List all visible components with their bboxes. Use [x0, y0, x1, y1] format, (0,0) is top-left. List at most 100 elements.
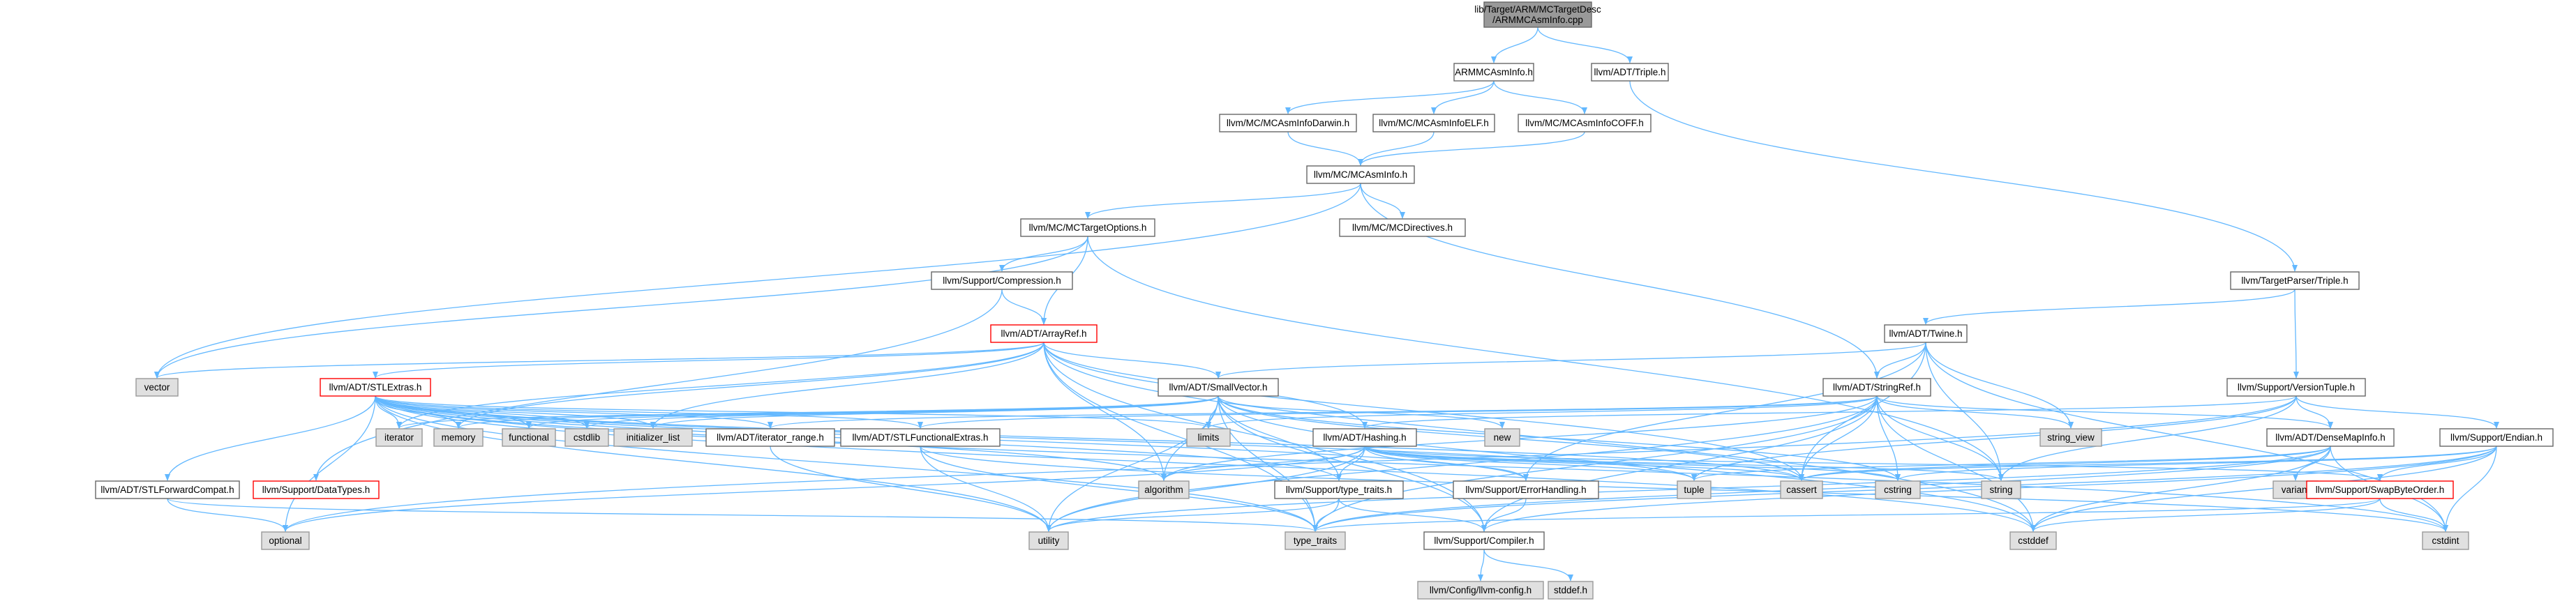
node-box-string_view [2039, 428, 2102, 447]
node-label: ARMMCAsmInfo.h [1455, 67, 1533, 77]
edge-twine-to-string_view [1925, 342, 2074, 429]
edge-stlextras-to-memory [375, 395, 461, 429]
node-stringref[interactable]: llvm/ADT/StringRef.h [1822, 378, 1931, 397]
node-label: type_traits [1294, 535, 1338, 546]
node-label: llvm/MC/MCAsmInfoCOFF.h [1525, 118, 1644, 128]
edge-root-to-armmcasminfo_h [1491, 26, 1538, 63]
node-typetraits_h[interactable]: llvm/Support/type_traits.h [1274, 480, 1404, 499]
node-targetparsertriple[interactable]: llvm/TargetParser/Triple.h [2230, 271, 2360, 290]
edge-hashing-to-string [1364, 446, 2004, 481]
node-root[interactable]: lib/Target/ARM/MCTargetDesc/ARMMCAsmInfo… [1474, 1, 1601, 28]
edge-mcasminfo-to-vector [154, 183, 1361, 379]
node-label: cstring [1884, 485, 1912, 495]
edge-twine-to-smallvector [1215, 342, 1926, 379]
edge-arrayref-to-initializer_list [650, 342, 1044, 429]
node-stlfunctionalextras[interactable]: llvm/ADT/STLFunctionalExtras.h [840, 428, 1001, 447]
node-label: limits [1198, 432, 1220, 443]
node-errorhandling[interactable]: llvm/Support/ErrorHandling.h [1453, 480, 1599, 499]
node-box-algorithm [1138, 480, 1190, 499]
node-mcdirectives[interactable]: llvm/MC/MCDirectives.h [1339, 218, 1466, 237]
edge-mcasminfocoff-to-mcasminfo [1358, 131, 1585, 166]
edge-mctargetoptions-to-compression [999, 236, 1088, 272]
node-label: llvm/ADT/SmallVector.h [1169, 382, 1267, 393]
edge-endian-to-cstring [1895, 446, 2497, 481]
node-box-twine [1884, 324, 1968, 343]
node-mcasminfo[interactable]: llvm/MC/MCAsmInfo.h [1306, 165, 1415, 184]
node-iterator: iterator [375, 428, 423, 447]
edge-stringref-to-utility [1046, 395, 1878, 532]
node-box-optional [261, 531, 310, 550]
node-box-cstddef [2009, 531, 2057, 550]
node-mcasminfodarwin[interactable]: llvm/MC/MCAsmInfoDarwin.h [1219, 114, 1357, 132]
node-box-densemapinfo [2266, 428, 2395, 447]
node-label: llvm/ADT/iterator_range.h [717, 432, 824, 443]
node-twine[interactable]: llvm/ADT/Twine.h [1884, 324, 1968, 343]
node-type_traits: type_traits [1285, 531, 1346, 550]
node-triple_h[interactable]: llvm/ADT/Triple.h [1591, 63, 1669, 82]
edge-smallvector-to-typetraits_h [1218, 395, 1342, 481]
node-armmcasminfo_h[interactable]: ARMMCAsmInfo.h [1453, 63, 1534, 82]
node-label: llvm/TargetParser/Triple.h [2241, 275, 2348, 286]
edge-mcasminfoelf-to-mcasminfo [1358, 131, 1435, 166]
node-optional: optional [261, 531, 310, 550]
node-box-targetparsertriple [2230, 271, 2360, 290]
edge-smallvector-to-cstring [1218, 395, 1901, 481]
edge-swapbyteorder-to-cstddef [2030, 498, 2381, 532]
node-compression[interactable]: llvm/Support/Compression.h [931, 271, 1073, 290]
edge-smallvector-to-memory [456, 395, 1219, 429]
node-mcasminfocoff[interactable]: llvm/MC/MCAsmInfoCOFF.h [1518, 114, 1652, 132]
node-functional: functional [502, 428, 556, 447]
edge-versiontuple-to-densemapinfo [2296, 395, 2333, 429]
node-box-errorhandling [1453, 480, 1599, 499]
node-box-utility [1028, 531, 1069, 550]
node-densemapinfo[interactable]: llvm/ADT/DenseMapInfo.h [2266, 428, 2395, 447]
node-stlforwardcompat[interactable]: llvm/ADT/STLForwardCompat.h [95, 480, 240, 499]
edge-arrayref-to-smallvector [1043, 342, 1221, 379]
edge-targetparsertriple-to-twine [1923, 289, 2296, 325]
node-label: /ARMMCAsmInfo.cpp [1492, 15, 1583, 25]
edge-densemapinfo-to-cassert [1799, 446, 2331, 481]
node-mcasminfoelf[interactable]: llvm/MC/MCAsmInfoELF.h [1372, 114, 1495, 132]
node-hashing[interactable]: llvm/ADT/Hashing.h [1312, 428, 1417, 447]
edge-compiler-to-stddef [1483, 549, 1573, 581]
node-endian[interactable]: llvm/Support/Endian.h [2439, 428, 2554, 447]
edge-stringref-to-limits [1206, 395, 1878, 429]
node-vector: vector [135, 378, 179, 397]
node-datatypes[interactable]: llvm/Support/DataTypes.h [253, 480, 380, 499]
node-label: new [1494, 432, 1511, 443]
node-iterator_range[interactable]: llvm/ADT/iterator_range.h [705, 428, 835, 447]
node-arrayref[interactable]: llvm/ADT/ArrayRef.h [990, 324, 1098, 343]
node-box-initializer_list [613, 428, 693, 447]
node-algorithm: algorithm [1138, 480, 1190, 499]
node-memory: memory [433, 428, 484, 447]
node-label: llvm/ADT/Hashing.h [1323, 432, 1406, 443]
node-box-mcdirectives [1339, 218, 1466, 237]
node-box-versiontuple [2226, 378, 2366, 397]
node-box-functional [502, 428, 556, 447]
node-swapbyteorder[interactable]: llvm/Support/SwapByteOrder.h [2306, 480, 2454, 499]
node-box-iterator [375, 428, 423, 447]
node-stlextras[interactable]: llvm/ADT/STLExtras.h [320, 378, 431, 397]
edge-endian-to-swapbyteorder [2377, 446, 2497, 481]
edge-twine-to-stringref [1874, 342, 1926, 379]
edge-arrayref-to-vector [154, 342, 1044, 379]
node-smallvector[interactable]: llvm/ADT/SmallVector.h [1158, 378, 1279, 397]
node-mctargetoptions[interactable]: llvm/MC/MCTargetOptions.h [1020, 218, 1155, 237]
edge-hashing-to-typetraits_h [1336, 446, 1365, 481]
node-label: utility [1038, 535, 1060, 546]
node-label: functional [509, 432, 549, 443]
node-box-triple_h [1591, 63, 1669, 82]
edge-layer [154, 26, 2499, 581]
edge-swapbyteorder-to-cstdint [2379, 498, 2448, 532]
node-label: cstdlib [574, 432, 600, 443]
edge-versiontuple-to-hashing [1362, 395, 2297, 429]
edge-hashing-to-cstring [1364, 446, 1901, 481]
node-compiler[interactable]: llvm/Support/Compiler.h [1423, 531, 1545, 550]
node-label: string_view [2047, 432, 2095, 443]
node-box-mctargetoptions [1020, 218, 1155, 237]
node-label: llvm/MC/MCTargetOptions.h [1029, 222, 1147, 233]
edge-stringref-to-stlfunctionalextras [918, 395, 1878, 429]
node-new: new [1484, 428, 1520, 447]
node-versiontuple[interactable]: llvm/Support/VersionTuple.h [2226, 378, 2366, 397]
node-label: initializer_list [627, 432, 680, 443]
